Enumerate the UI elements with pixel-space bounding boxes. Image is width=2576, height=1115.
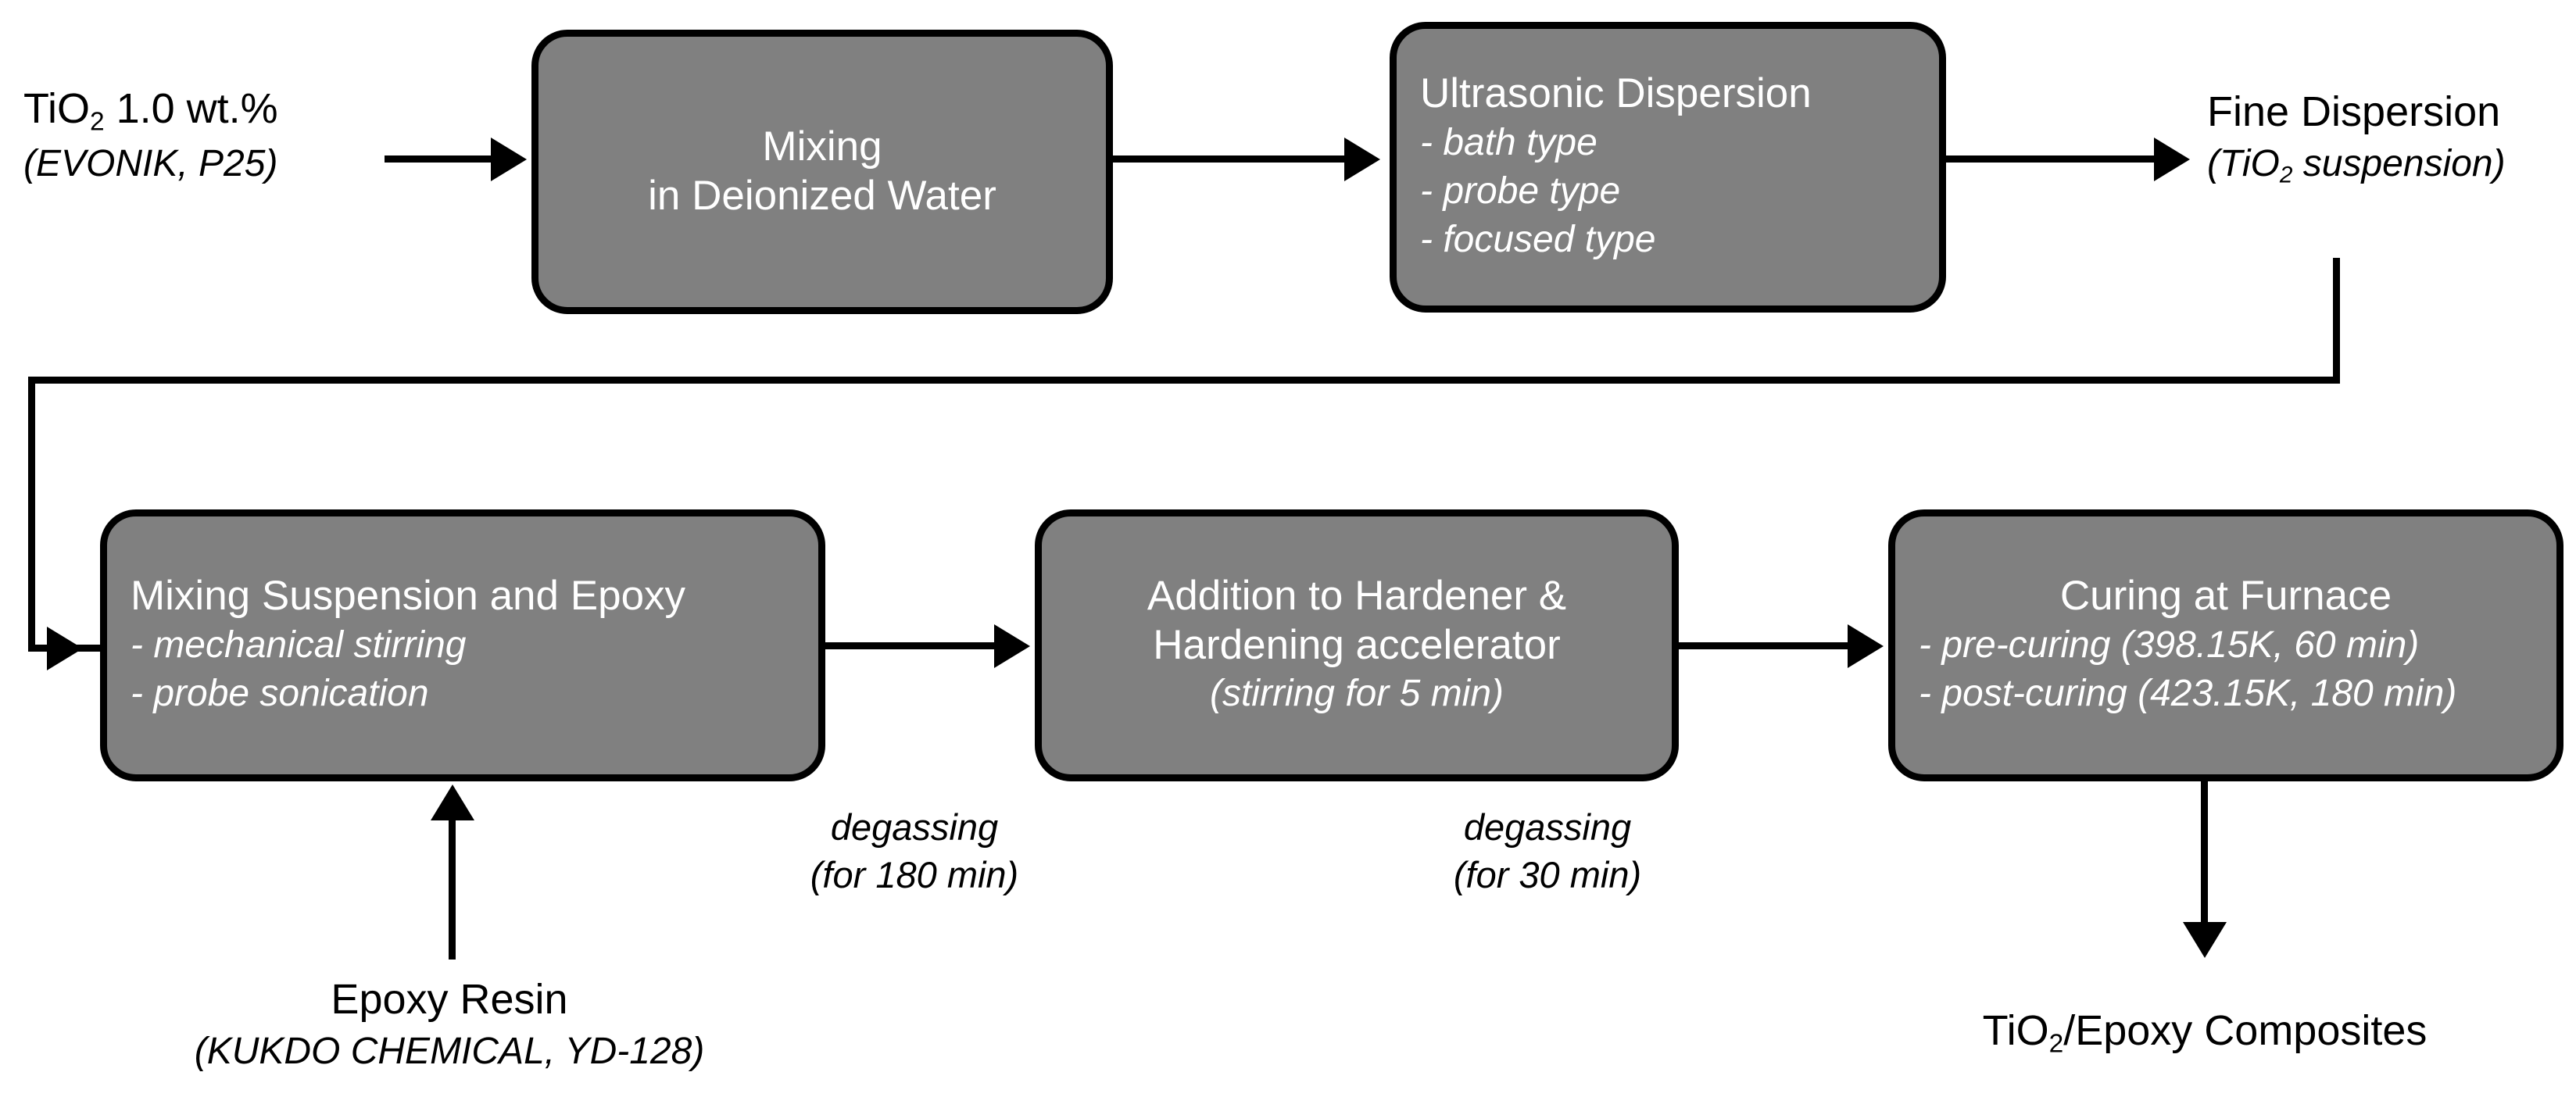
box-curing-title: Curing at Furnace (2059, 573, 2392, 620)
fine-dispersion-subscript: 2 (2279, 162, 2293, 188)
box-ultrasonic-bullet-2: - focused type (1420, 219, 1656, 261)
input-label-epoxy-resin: Epoxy Resin (KUKDO CHEMICAL, YD-128) (109, 975, 789, 1074)
connector-suspension-to-hardener (825, 642, 999, 649)
box-addition-hardener-title: Addition to Hardener & Hardening acceler… (1147, 573, 1567, 668)
edge-note-degassing-180: degassing (for 180 min) (810, 806, 1019, 896)
input-label-tio2: TiO2 1.0 wt.% (EVONIK, P25) (23, 84, 278, 186)
arrowhead-suspension-to-hardener (994, 624, 1030, 668)
arrowhead-tio2-to-mixing (491, 138, 527, 181)
input-tio2-formula: TiO (23, 85, 90, 132)
box-mixing-in-deionized-water[interactable]: Mixing in Deionized Water (531, 30, 1113, 314)
output-label-fine-dispersion: Fine Dispersion (TiO2 suspension) (2207, 88, 2506, 188)
connector-curing-to-composites (2201, 781, 2208, 924)
wrap-connector-down-right (2333, 258, 2340, 384)
box-mixing-title: Mixing in Deionized Water (648, 123, 996, 219)
input-tio2-source: (EVONIK, P25) (23, 142, 278, 184)
box-curing-at-furnace[interactable]: Curing at Furnace - pre-curing (398.15K,… (1888, 509, 2563, 781)
composites-formula: TiO (1982, 1007, 2049, 1054)
connector-hardener-to-curing (1679, 642, 1852, 649)
fine-dispersion-formula: (TiO (2207, 142, 2280, 184)
edge-note-degassing-30: degassing (for 30 min) (1453, 806, 1642, 896)
arrowhead-ultrasonic-to-fine-dispersion (2154, 138, 2190, 181)
box-curing-bullet-0: - pre-curing (398.15K, 60 min) (1919, 624, 2420, 666)
box-ultrasonic-bullet-1: - probe type (1420, 170, 1621, 213)
wrap-connector-horizontal (28, 377, 2340, 384)
epoxy-resin-source: (KUKDO CHEMICAL, YD-128) (194, 1030, 705, 1072)
fine-dispersion-suffix: suspension) (2292, 142, 2506, 184)
box-mixing-suspension-bullet-1: - probe sonication (131, 673, 429, 715)
wrap-connector-down-left (28, 377, 35, 649)
connector-tio2-to-mixing (385, 155, 494, 163)
box-ultrasonic-dispersion[interactable]: Ultrasonic Dispersion - bath type - prob… (1390, 22, 1946, 313)
box-ultrasonic-bullet-0: - bath type (1420, 121, 1597, 163)
connector-mixing-to-ultrasonic (1113, 155, 1347, 163)
box-ultrasonic-title: Ultrasonic Dispersion (1420, 70, 1812, 117)
box-mixing-suspension-bullet-0: - mechanical stirring (131, 624, 467, 666)
epoxy-resin-main: Epoxy Resin (331, 976, 568, 1023)
connector-ultrasonic-to-fine-dispersion (1946, 155, 2157, 163)
composites-main: TiO2/Epoxy Composites (1888, 1006, 2521, 1060)
box-addition-hardener-sub: (stirring for 5 min) (1209, 673, 1504, 715)
box-mixing-suspension-and-epoxy[interactable]: Mixing Suspension and Epoxy - mechanical… (100, 509, 825, 781)
connector-epoxy-resin-to-suspension (449, 820, 456, 960)
fine-dispersion-paren: (TiO2 suspension) (2207, 142, 2506, 188)
arrowhead-epoxy-resin-up (431, 784, 474, 820)
composites-suffix: /Epoxy Composites (2063, 1007, 2428, 1054)
input-tio2-subscript: 2 (89, 107, 105, 137)
box-mixing-suspension-title: Mixing Suspension and Epoxy (131, 573, 686, 620)
output-label-composites: TiO2/Epoxy Composites (1888, 1006, 2521, 1060)
input-tio2-main: TiO2 1.0 wt.% (23, 84, 278, 138)
input-tio2-amount: 1.0 wt.% (104, 85, 278, 132)
arrowhead-into-mixing-suspension (47, 627, 83, 670)
fine-dispersion-main: Fine Dispersion (2207, 88, 2501, 135)
arrowhead-hardener-to-curing (1848, 624, 1884, 668)
arrowhead-mixing-to-ultrasonic (1344, 138, 1380, 181)
box-curing-bullet-1: - post-curing (423.15K, 180 min) (1919, 673, 2457, 715)
box-addition-to-hardener[interactable]: Addition to Hardener & Hardening acceler… (1035, 509, 1679, 781)
arrowhead-curing-to-composites (2183, 922, 2227, 958)
composites-subscript: 2 (2048, 1029, 2064, 1059)
